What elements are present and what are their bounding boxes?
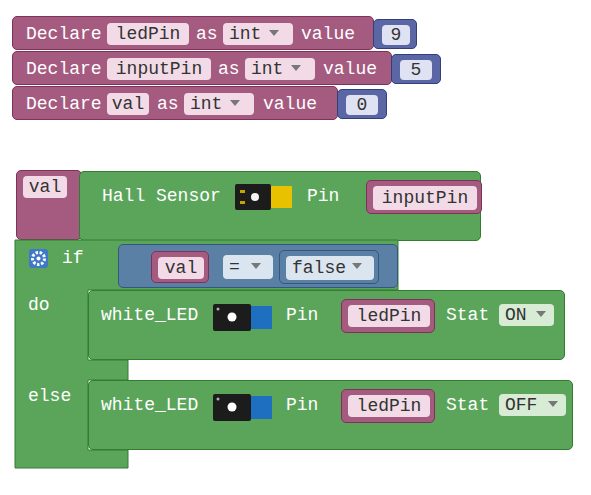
field-text: inputPin bbox=[107, 58, 211, 80]
block-label: Declare bbox=[26, 23, 102, 45]
set-variable-block: valHall SensorPininputPin bbox=[16, 170, 82, 240]
block-label: Pin bbox=[286, 304, 318, 326]
white-led-block: white_LED Pin Stat ON ledPin bbox=[88, 290, 565, 360]
number-block: 9 bbox=[373, 19, 417, 49]
field-text: int bbox=[184, 93, 254, 115]
block-label: if bbox=[62, 247, 84, 269]
field-text: false bbox=[286, 256, 374, 280]
block-label: white_LED bbox=[101, 394, 198, 416]
declare-block: DeclareledPinasintvalue9 bbox=[12, 16, 374, 50]
block-label: do bbox=[28, 294, 50, 316]
led-light bbox=[228, 313, 237, 322]
declare-block: DeclareinputPinasintvalue5 bbox=[12, 51, 392, 85]
block-label: as bbox=[157, 93, 179, 115]
block-label: Pin bbox=[307, 185, 339, 207]
dropdown-arrow bbox=[352, 263, 362, 269]
number-block: 5 bbox=[391, 54, 441, 84]
field-text: val bbox=[107, 93, 149, 115]
field-text: 0 bbox=[346, 95, 378, 115]
dropdown-arrow bbox=[548, 401, 558, 407]
variable-block: inputPin bbox=[366, 180, 482, 214]
boolean-block: false bbox=[279, 250, 379, 284]
led-connector bbox=[251, 306, 272, 329]
led-hole bbox=[217, 308, 220, 311]
hall-sensor-image bbox=[235, 184, 292, 210]
variable-block: ledPin bbox=[341, 389, 435, 423]
block-label: Stat bbox=[446, 304, 489, 326]
block-label: Pin bbox=[286, 394, 318, 416]
gear-hub bbox=[37, 257, 41, 261]
field-text: int bbox=[245, 58, 315, 80]
field-text: int bbox=[223, 23, 293, 45]
number-block: 0 bbox=[337, 89, 387, 119]
led-light bbox=[228, 403, 237, 412]
field-text: val bbox=[158, 257, 204, 279]
led-hole bbox=[217, 398, 220, 401]
block-label: as bbox=[196, 23, 218, 45]
sensor-part bbox=[240, 201, 245, 204]
led-connector bbox=[251, 396, 272, 419]
field-text: inputPin bbox=[373, 186, 477, 210]
white-led-image bbox=[213, 394, 272, 421]
gear-teeth bbox=[33, 253, 45, 265]
field-text: ledPin bbox=[107, 23, 189, 45]
block-label: Declare bbox=[26, 93, 102, 115]
field-text: OFF bbox=[499, 394, 566, 416]
led-board bbox=[213, 304, 251, 331]
block-label: value bbox=[301, 23, 355, 45]
block-label: else bbox=[28, 385, 71, 407]
dropdown-arrow bbox=[536, 311, 546, 317]
field-text: 5 bbox=[400, 60, 432, 80]
sensor-connector bbox=[271, 186, 292, 208]
dropdown-arrow bbox=[269, 30, 279, 36]
field-text: = bbox=[223, 255, 273, 279]
field-text: 9 bbox=[382, 25, 410, 45]
field-text: val bbox=[23, 176, 67, 198]
gear-background bbox=[29, 249, 48, 268]
dropdown-arrow bbox=[251, 263, 261, 269]
white-led-image bbox=[213, 304, 272, 331]
block-label: value bbox=[323, 58, 377, 80]
dropdown-arrows bbox=[230, 30, 558, 407]
block-label: value bbox=[263, 93, 317, 115]
led-board bbox=[213, 394, 251, 421]
dropdown-arrow bbox=[230, 100, 240, 106]
field-text: ledPin bbox=[348, 395, 430, 417]
sensor-board bbox=[235, 184, 271, 210]
if-else-block: ifdoelse=valfalsewhite_LEDPinStatONledPi… bbox=[15, 240, 400, 468]
variable-block: val bbox=[151, 251, 209, 283]
sensor-chip bbox=[251, 193, 259, 201]
block-label: Declare bbox=[26, 58, 102, 80]
declare-block: Declarevalasintvalue0 bbox=[12, 86, 338, 120]
block-label: Stat bbox=[446, 394, 489, 416]
compare-block: = val false bbox=[118, 244, 398, 288]
sensor-part bbox=[240, 190, 245, 193]
variable-block: ledPin bbox=[341, 299, 435, 333]
field-text: ledPin bbox=[348, 305, 430, 327]
field-text: ON bbox=[499, 304, 554, 326]
block-label: white_LED bbox=[101, 304, 198, 326]
block-label: as bbox=[218, 58, 240, 80]
dropdown-arrow bbox=[291, 65, 301, 71]
gear-icon bbox=[29, 249, 48, 268]
block-label: Hall Sensor bbox=[102, 185, 221, 207]
white-led-block: white_LED Pin Stat OFF ledPin bbox=[88, 380, 573, 450]
hall-sensor-block: Hall Sensor Pin inputPin bbox=[79, 171, 481, 241]
